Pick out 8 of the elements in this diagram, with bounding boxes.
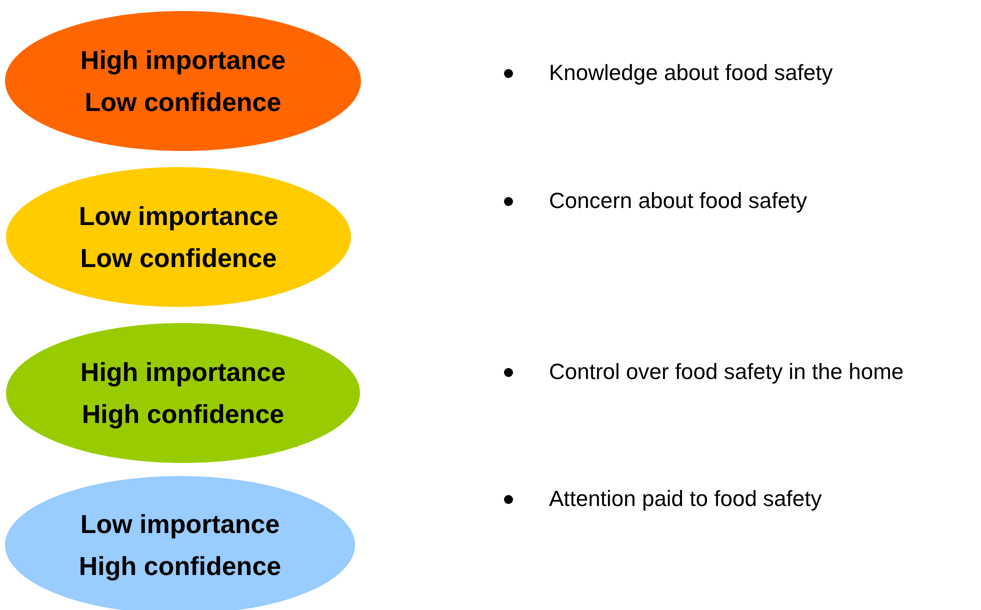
node-label: High importance Low confidence	[79, 44, 287, 119]
node-label: Low importance High confidence	[78, 508, 282, 583]
bullet-text: Control over food safety in the home	[549, 359, 904, 385]
node-label: Low importance Low confidence	[78, 200, 280, 275]
bullet-text: Attention paid to food safety	[549, 486, 822, 512]
bullet-text: Concern about food safety	[549, 188, 808, 214]
bullet-text: Knowledge about food safety	[549, 60, 833, 86]
node-label: High importance High confidence	[79, 356, 287, 431]
